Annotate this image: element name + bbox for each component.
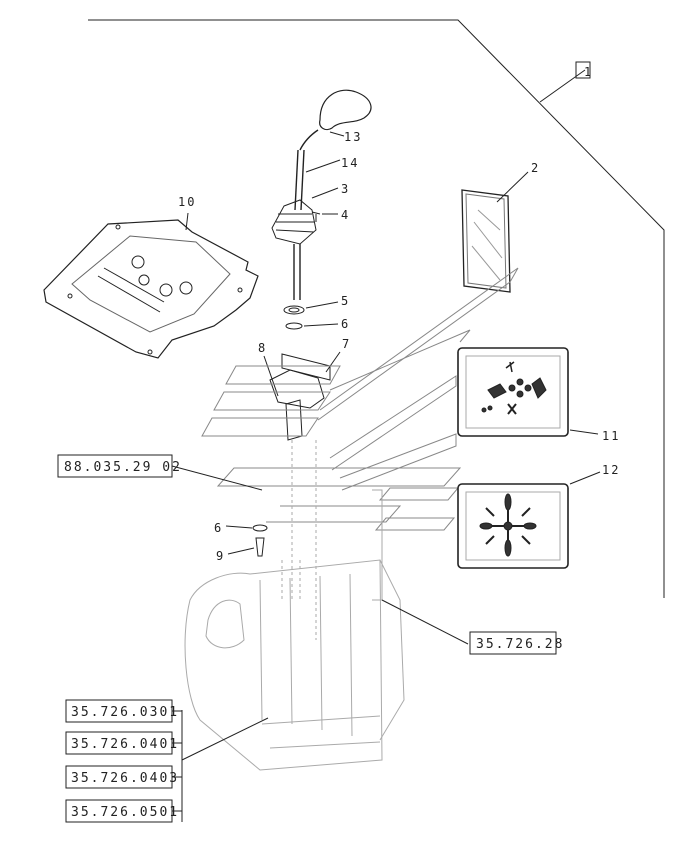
assembly-frame-lines [201,267,519,531]
reference-label: 35.726.0501 [71,805,179,820]
callout-5: 5 [341,294,350,308]
pivot-bracket [269,353,331,441]
callout-11: 11 [602,429,620,443]
callout-10: 10 [178,195,196,209]
control-plate [43,219,259,359]
reference-label: 35.726.0401 [71,737,179,752]
screw-part-4 [311,211,321,222]
callout-4: 4 [341,208,350,222]
reference-label: 35.726.0301 [71,705,179,720]
operator-manual [461,189,511,293]
decal-12 [457,483,569,569]
decal-11 [457,347,569,437]
reference-label: 35.726.0403 [71,771,179,786]
assembly-boundary-line [88,19,665,598]
callout-1: 1 [584,65,593,79]
callout-6a: 6 [341,317,350,331]
bolt-part-9 [255,537,265,557]
callout-2: 2 [531,161,540,175]
reference-box-35-726-0501[interactable]: 35.726.0501 [65,799,179,823]
callout-8: 8 [258,341,267,355]
joystick-lever [271,89,372,300]
callout-13: 13 [344,130,362,144]
callout-7: 7 [342,337,351,351]
callout-9: 9 [216,549,225,563]
reference-box-88-035-29-02[interactable]: 88.035.29 02 [57,454,182,478]
callout-12: 12 [602,463,620,477]
washer-lower [252,524,268,532]
control-valve-assembly [184,440,405,771]
reference-box-35-726-0403[interactable]: 35.726.0403 [65,765,179,789]
callout-6b: 6 [214,521,223,535]
reference-box-35-726-28[interactable]: 35.726.28 [469,631,564,655]
reference-label: 88.035.29 02 [64,460,182,475]
callout-3: 3 [341,182,350,196]
callout-14: 14 [341,156,359,170]
reference-box-35-726-0401[interactable]: 35.726.0401 [65,731,179,755]
washers [283,305,305,330]
reference-label: 35.726.28 [476,637,564,652]
reference-box-35-726-0301[interactable]: 35.726.0301 [65,699,179,723]
